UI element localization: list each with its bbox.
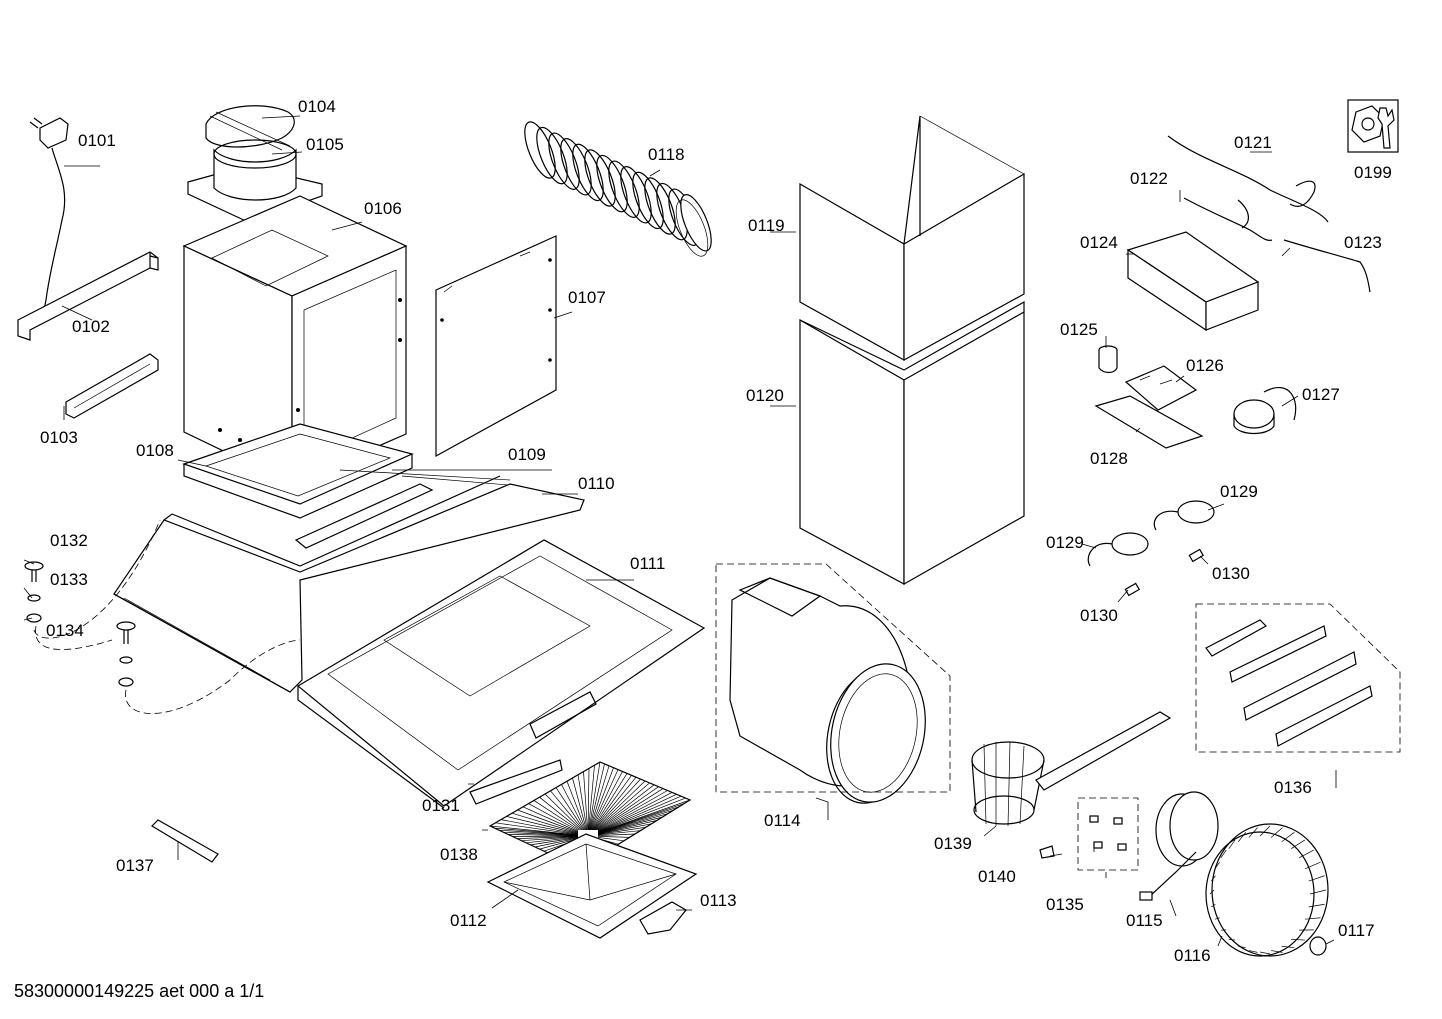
label-0121: 0121 [1234, 133, 1272, 152]
fan-scroll-housing-part [729, 577, 926, 804]
control-panel-part [1205, 619, 1373, 747]
flexible-duct-hose-part [524, 121, 712, 257]
clip-part [1039, 845, 1055, 859]
control-panel-group-boundary [1195, 603, 1401, 753]
filter-strip-part [294, 469, 521, 549]
drawing-number-footer: 58300000149225 aet 000 a 1/1 [14, 981, 265, 1001]
mounting-rail-part [65, 353, 159, 419]
air-damper-part [205, 105, 295, 151]
label-0114: 0114 [764, 811, 801, 830]
label-0118: 0118 [648, 145, 685, 164]
label-0130-left: 0130 [1080, 606, 1118, 625]
lower-chimney-part [799, 300, 1025, 586]
label-0128: 0128 [1090, 449, 1128, 468]
motor-bracket-part [971, 711, 1172, 827]
screw-set-part [24, 519, 301, 714]
label-0123: 0123 [1344, 233, 1382, 252]
control-box-part [1126, 231, 1260, 332]
label-0135: 0135 [1046, 895, 1084, 914]
capacitor-part [1098, 345, 1118, 374]
label-0113: 0113 [700, 891, 737, 910]
leader-lines [23, 115, 1337, 947]
label-0104: 0104 [298, 97, 336, 116]
label-0108: 0108 [136, 441, 174, 460]
lower-hood-frame-part [296, 539, 706, 809]
lamp-cover-part [469, 759, 563, 805]
label-0111: 0111 [630, 554, 665, 573]
canopy-hood-part [113, 475, 585, 693]
connector-part [1124, 548, 1205, 597]
label-0139: 0139 [934, 834, 972, 853]
wrench-nut-icon [1347, 99, 1399, 153]
label-0112: 0112 [450, 911, 487, 930]
small-motor-part [1233, 386, 1297, 435]
mounting-plate-part [1094, 395, 1204, 449]
cap-nut-part [1309, 936, 1327, 956]
label-0129-left: 0129 [1046, 533, 1084, 552]
filter-handle-part [639, 901, 687, 935]
circuit-board-part [1124, 365, 1198, 411]
label-0137: 0137 [116, 856, 154, 875]
blower-housing-box-part [182, 195, 408, 485]
fan-impeller-part [1205, 823, 1329, 957]
label-0120: 0120 [746, 386, 784, 405]
label-0119: 0119 [748, 216, 785, 235]
part-labels: 0101 0102 0103 0104 0105 0106 0107 0108 … [40, 97, 1392, 965]
label-0130-right: 0130 [1212, 564, 1250, 583]
label-0125: 0125 [1060, 320, 1098, 339]
upper-chimney-part [799, 115, 1025, 362]
label-0133: 0133 [50, 570, 88, 589]
side-cover-panel-part [435, 235, 557, 458]
label-0134: 0134 [46, 621, 84, 640]
label-0126: 0126 [1186, 356, 1224, 375]
label-0127: 0127 [1302, 385, 1340, 404]
label-0138: 0138 [440, 845, 478, 864]
label-0136: 0136 [1274, 778, 1312, 797]
label-0132: 0132 [50, 531, 88, 550]
label-0101: 0101 [78, 131, 116, 150]
label-0199: 0199 [1354, 163, 1392, 182]
clip-set-part [1089, 815, 1127, 851]
halogen-lamp-part [1087, 500, 1215, 567]
label-0102: 0102 [72, 317, 110, 336]
label-0106: 0106 [364, 199, 402, 218]
label-0105: 0105 [306, 135, 344, 154]
wall-bracket-part [17, 251, 159, 341]
label-0115: 0115 [1126, 911, 1163, 930]
power-cord-part [29, 117, 69, 311]
filter-tray-part [486, 833, 698, 939]
label-0129-right: 0129 [1220, 482, 1258, 501]
outlet-collar-part [187, 139, 323, 223]
cable-harness-part [1167, 135, 1371, 293]
label-0110: 0110 [578, 474, 615, 493]
label-0107: 0107 [568, 288, 606, 307]
fan-group-boundary [715, 563, 951, 793]
mounting-frame-part [182, 423, 414, 519]
label-0131: 0131 [422, 796, 460, 815]
label-0109: 0109 [508, 445, 546, 464]
label-0103: 0103 [40, 428, 78, 447]
clip-group-boundary [1077, 797, 1139, 871]
label-0117: 0117 [1338, 921, 1375, 940]
support-rod-part [151, 819, 219, 863]
fan-motor-part [1139, 791, 1219, 901]
label-0124: 0124 [1080, 233, 1118, 252]
label-0140: 0140 [978, 867, 1016, 886]
label-0116: 0116 [1174, 946, 1211, 965]
label-0122: 0122 [1130, 169, 1168, 188]
